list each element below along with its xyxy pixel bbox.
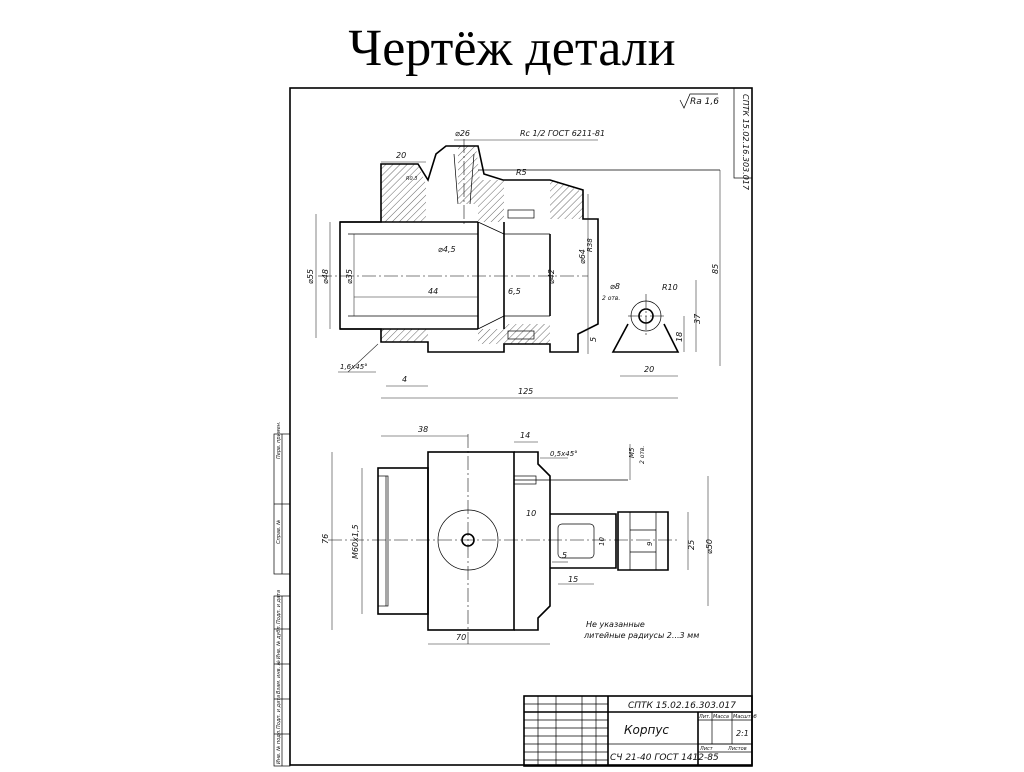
drawing-canvas: СПТК 15.02.16.303.017 Ra 1,6 Перв. приме…	[273, 87, 757, 767]
dim-chamfer16: 1,6х45°	[340, 363, 368, 371]
dim-d64: ⌀64	[578, 249, 587, 264]
dim-d50: ⌀50	[705, 539, 714, 554]
dim-d26: ⌀26	[455, 129, 470, 138]
dim-w70: 70	[456, 633, 466, 642]
dim-w14: 14	[520, 431, 530, 440]
dim-r38: R38	[586, 238, 594, 252]
dim-d48: ⌀48	[321, 269, 330, 284]
stamp-3: Инв. № дубл.	[276, 625, 282, 659]
dim-holes2-front: 2 отв.	[602, 295, 620, 302]
dim-d45: ⌀4,5	[438, 245, 456, 254]
stamp-4: Взам. инв. №	[276, 660, 282, 694]
note-line-1: Не указанные	[586, 620, 645, 629]
dim-h76: 76	[321, 534, 330, 544]
doc-code-rotated: СПТК 15.02.16.303.017	[741, 94, 750, 191]
svg-text:Ra 1,6: Ra 1,6	[690, 97, 719, 107]
dim-d55: ⌀55	[306, 269, 315, 284]
dim-w10: 10	[526, 509, 536, 518]
roughness-sign: Ra 1,6	[679, 93, 719, 109]
stamp-5: Подп. и дата	[276, 695, 282, 729]
top-view: 38 14 0,5х45° M5 2 отв. 76 M60х1,5 10 10…	[321, 425, 714, 645]
dim-holes2-top: 2 отв.	[639, 446, 646, 464]
sheet-frame	[289, 87, 753, 766]
title-block: СПТК 15.02.16.303.017 Корпус СЧ 21-40 ГО…	[523, 695, 757, 767]
stamp-0: Перв. примен.	[276, 421, 282, 459]
title-block-material: СЧ 21-40 ГОСТ 1412-85	[610, 753, 719, 763]
dim-l44: 44	[428, 287, 438, 296]
dim-thread: Rc 1/2 ГОСТ 6211-81	[520, 129, 605, 138]
side-stamp-columns: Перв. примен. Справ. № Подп. и дата Инв.…	[273, 421, 291, 767]
dim-d8: ⌀8	[610, 282, 620, 291]
title-block-sheet: Лист	[699, 746, 714, 752]
title-block-sheets: Листов	[727, 746, 747, 752]
title-block-part-name: Корпус	[624, 723, 669, 737]
title-block-col-mass: Масса	[713, 714, 729, 720]
engineering-drawing: СПТК 15.02.16.303.017 Ra 1,6 Перв. приме…	[268, 84, 758, 767]
title-block-scale: 2:1	[736, 729, 749, 738]
dim-d35: ⌀35	[345, 269, 354, 284]
note-line-2: литейные радиусы 2...3 мм	[583, 631, 699, 640]
dim-thread-m60: M60х1,5	[351, 524, 360, 559]
dim-h10: 10	[598, 537, 606, 546]
dim-r5: R5	[516, 168, 527, 177]
dim-h37: 37	[693, 313, 702, 324]
slide-title: Чертёж детали	[348, 20, 676, 77]
code-box-rotated	[733, 87, 753, 179]
title-block-code: СПТК 15.02.16.303.017	[628, 701, 736, 711]
dim-w20: 20	[396, 151, 406, 160]
dim-m5: M5	[628, 447, 636, 458]
dim-w4: 4	[402, 375, 407, 384]
dim-h18: 18	[675, 332, 684, 342]
dim-h5: 5	[589, 337, 598, 342]
dim-w20b: 20	[644, 365, 654, 374]
stamp-2: Подп. и дата	[276, 590, 282, 624]
dim-r10: R10	[662, 283, 678, 292]
title-block-col-scale: Масштаб	[733, 714, 757, 720]
dim-w38: 38	[418, 425, 428, 434]
title-block-col-lit: Лит.	[698, 714, 711, 720]
dim-w5: 5	[562, 551, 567, 560]
dim-r03: R0.3	[406, 176, 417, 182]
stamp-6: Инв. № подл.	[276, 730, 282, 765]
dim-chamfer05: 0,5х45°	[550, 450, 578, 458]
dim-h25: 25	[687, 540, 696, 550]
dim-l125: 125	[518, 387, 533, 396]
dim-d42: ⌀42	[547, 269, 556, 284]
dim-w15: 15	[568, 575, 578, 584]
stamp-1: Справ. №	[276, 520, 282, 544]
dim-h9: 9	[646, 541, 654, 546]
dim-h85: 85	[711, 264, 720, 274]
dim-l65: 6,5	[508, 287, 521, 296]
front-view: ⌀26 Rc 1/2 ГОСТ 6211-81 20 R0.3 R5 ⌀4,5 …	[306, 129, 721, 399]
